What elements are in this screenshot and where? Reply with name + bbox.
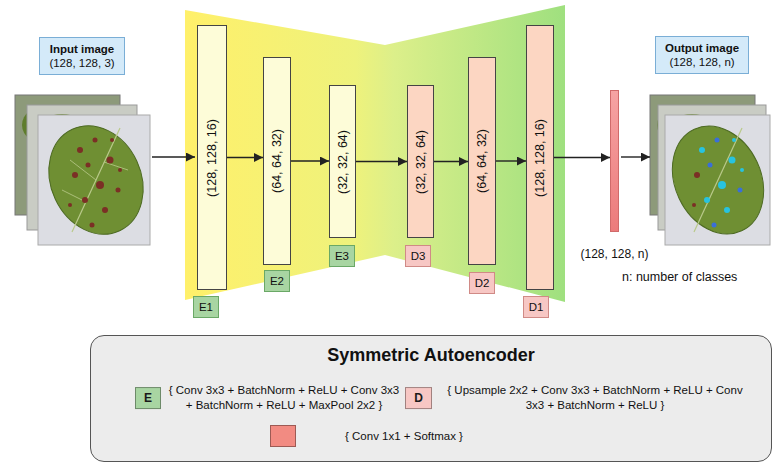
encoder-band <box>185 10 385 300</box>
block-tag: D3 <box>405 245 432 268</box>
label-holder: n: number of classes <box>622 270 737 284</box>
block-tag: E2 <box>264 270 290 293</box>
input-images <box>15 95 195 250</box>
decoder-block: (32, 32, 64) <box>407 85 434 238</box>
decoder-block: (64, 64, 32) <box>468 57 496 265</box>
legend-entry: { Conv 1x1 + Softmax } <box>270 425 504 447</box>
output-label-box: Output image(128, 128, n) <box>655 36 749 75</box>
block-id: E1 <box>199 300 213 315</box>
box-title: Input image <box>49 42 114 56</box>
flow-arrow <box>496 160 526 161</box>
tensor-shape: (128, 128, n) <box>665 55 739 69</box>
panel-title: Symmetric Autoencoder <box>91 336 771 366</box>
tensor-shape: (128, 128, 16) <box>205 119 219 197</box>
block-id: E2 <box>270 274 284 289</box>
encoder-block: (64, 64, 32) <box>263 57 291 265</box>
decoder-band <box>385 5 565 302</box>
input-label-box: Input image(128, 128, 3) <box>39 37 124 76</box>
block-id: E3 <box>335 249 349 264</box>
flow-arrow <box>291 160 329 161</box>
encoder-block: (32, 32, 64) <box>329 85 356 238</box>
note-text: n: number of classes <box>622 270 737 284</box>
flow-arrow <box>356 161 407 162</box>
flow-arrow <box>227 157 263 158</box>
block-letter: D <box>414 391 423 405</box>
legend-text: { Upsample 2x2 + Conv 3x3 + BatchNorm + … <box>440 383 750 413</box>
tensor-shape: (32, 32, 64) <box>414 130 428 194</box>
block-letter: E <box>144 391 152 405</box>
legend-swatch <box>270 425 296 447</box>
tensor-shape: (128, 128, n) <box>580 247 648 261</box>
block-id: D1 <box>529 300 544 315</box>
block-id: D2 <box>475 276 490 291</box>
flow-arrow <box>434 161 468 162</box>
output-images <box>621 95 781 249</box>
legend-text: { Conv 1x1 + Softmax } <box>304 429 504 444</box>
block-id: D3 <box>411 249 426 264</box>
tensor-shape: (64, 64, 32) <box>475 129 489 193</box>
label-holder: E <box>135 387 161 409</box>
box-title: Output image <box>665 41 739 55</box>
decoder-block: (128, 128, 16) <box>526 25 554 290</box>
legend-text: { Conv 3x3 + BatchNorm + ReLU + Conv 3x3… <box>168 383 400 413</box>
block-tag: D2 <box>469 272 496 295</box>
output-layer-bar: (128, 128, n) <box>610 90 619 232</box>
block-tag: D1 <box>523 296 550 319</box>
tensor-shape: (128, 128, 3) <box>49 56 114 70</box>
flow-arrow <box>554 157 610 158</box>
tensor-shape: (32, 32, 64) <box>336 130 350 194</box>
label-holder: D <box>405 387 432 409</box>
block-tag: E1 <box>193 296 219 319</box>
tensor-shape: (64, 64, 32) <box>270 129 284 193</box>
legend-entry: { Upsample 2x2 + Conv 3x3 + BatchNorm + … <box>405 383 750 413</box>
block-tag: E3 <box>329 245 355 268</box>
encoder-block: (128, 128, 16) <box>197 25 227 290</box>
legend-entry: { Conv 3x3 + BatchNorm + ReLU + Conv 3x3… <box>135 383 400 413</box>
tensor-shape: (128, 128, 16) <box>533 119 547 197</box>
